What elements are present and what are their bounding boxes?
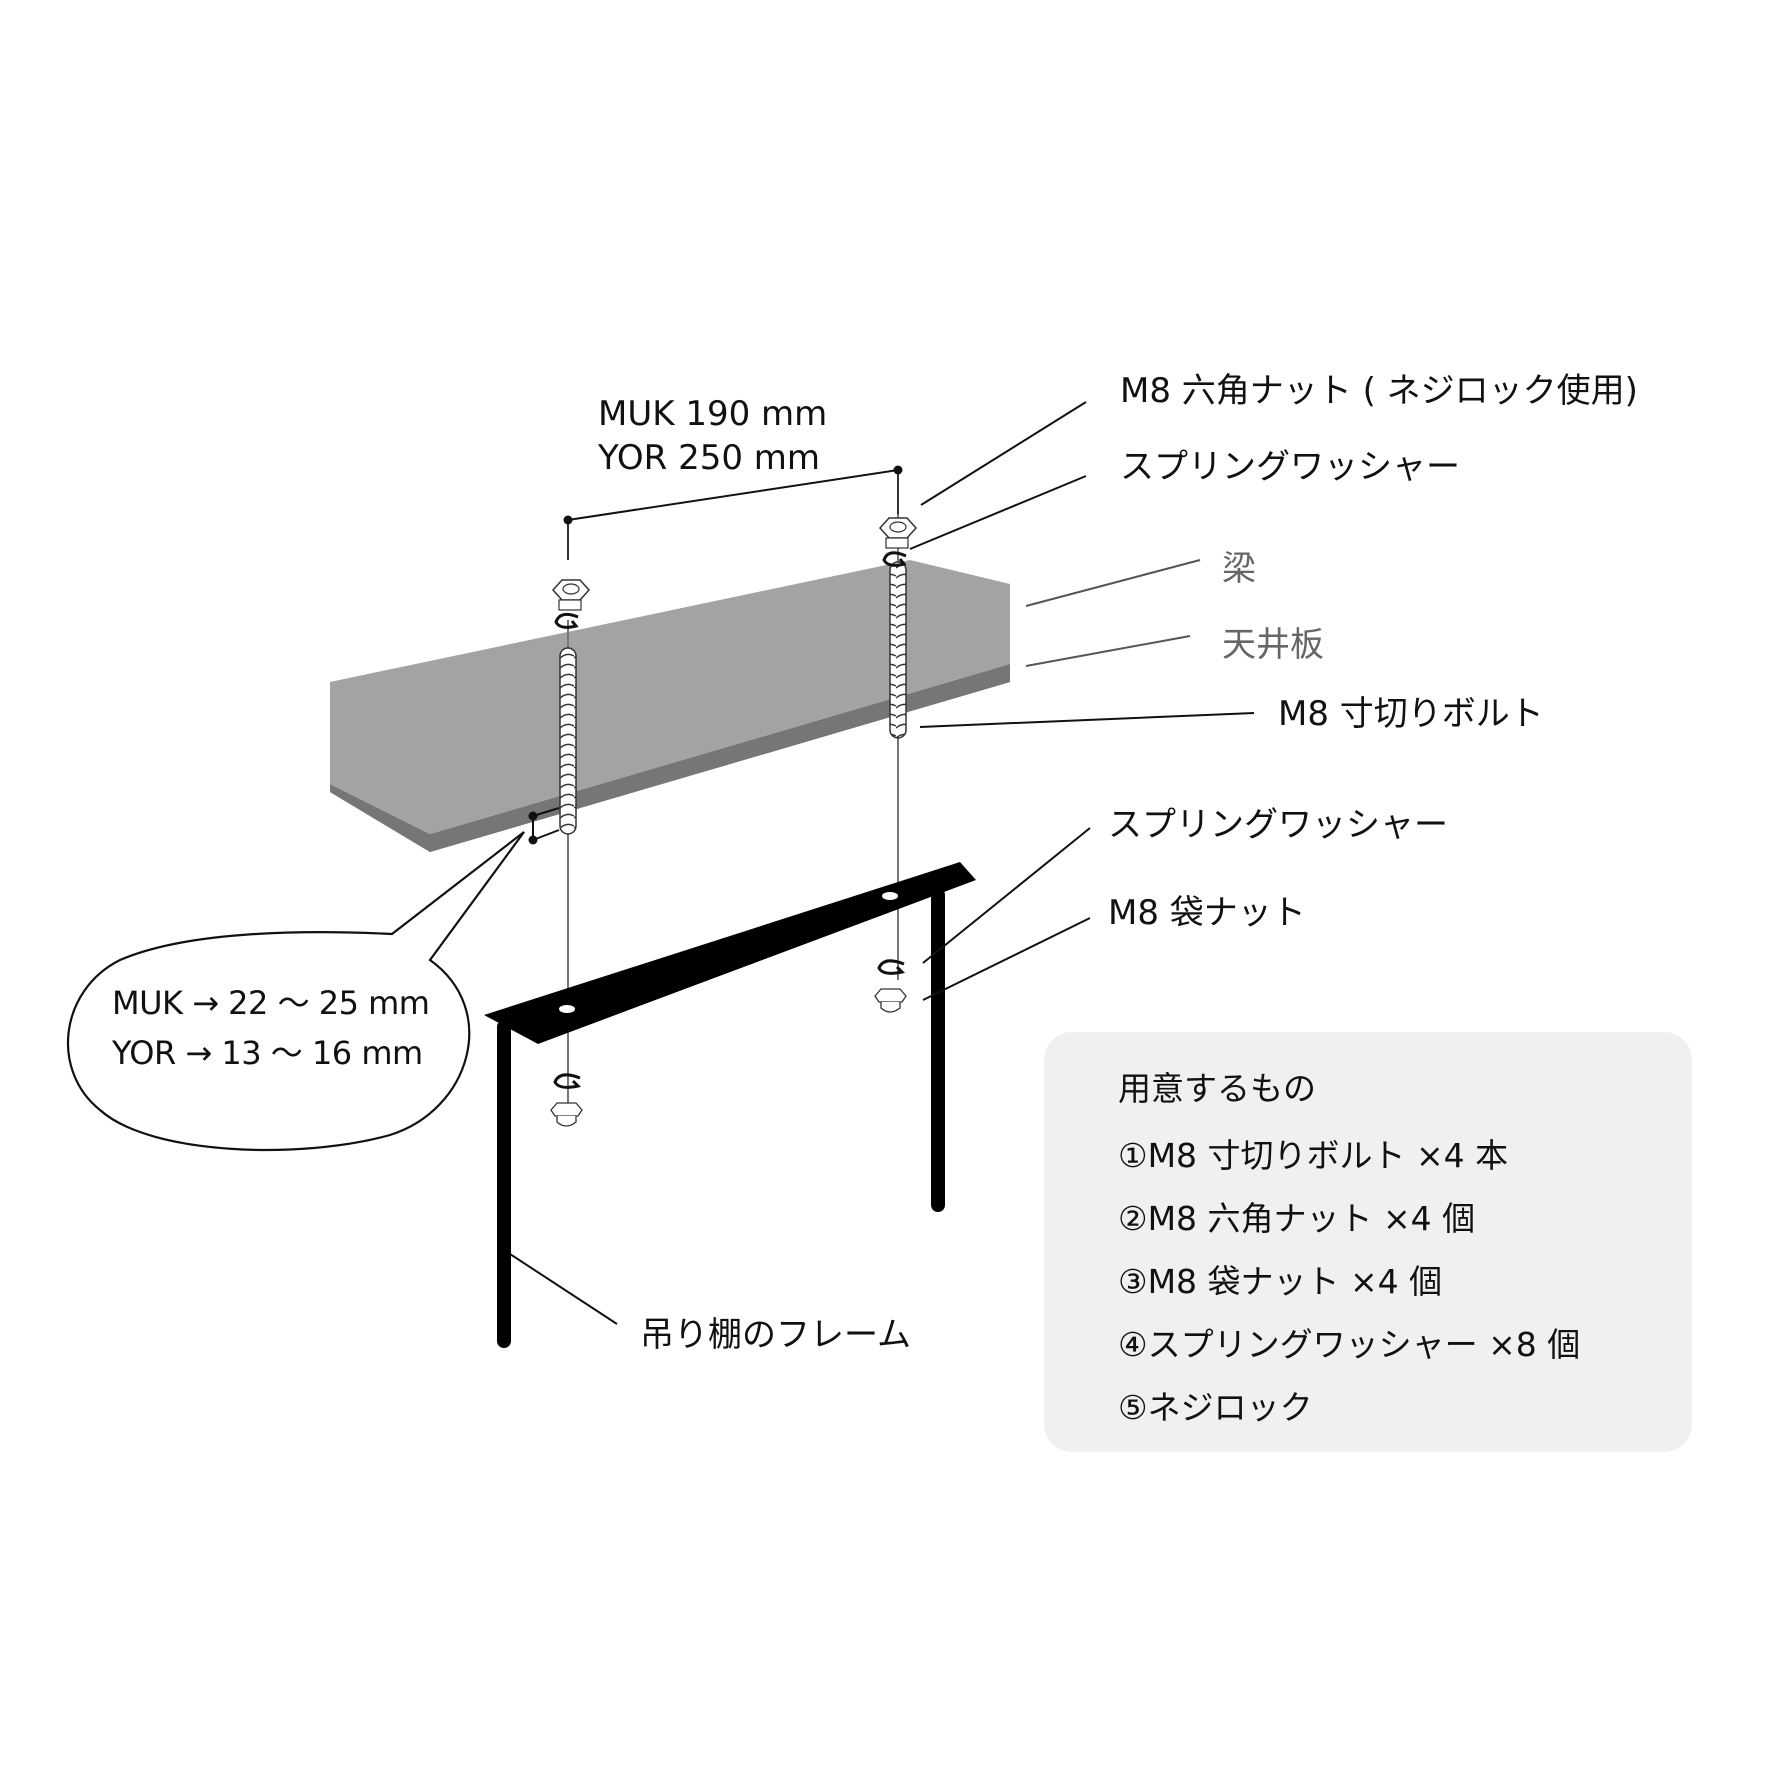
left-bolt-assembly	[551, 579, 591, 1105]
beam	[330, 560, 1010, 852]
parts-list-item: ⑤ネジロック	[1118, 1388, 1313, 1427]
left-frame-hole	[559, 1005, 575, 1013]
callout-hex-nut: M8 六角ナット ( ネジロック使用)	[1120, 371, 1638, 411]
parts-list-item: ④スプリングワッシャー ×8 個	[1118, 1325, 1581, 1364]
parts-list-item: ①M8 寸切りボルト ×4 本	[1118, 1136, 1509, 1175]
left-lower-hardware	[550, 1073, 583, 1127]
left-spring-washer-top-icon	[554, 612, 579, 629]
right-spring-washer-top-icon	[882, 551, 907, 567]
parts-list: ①M8 寸切りボルト ×4 本 ②M8 六角ナット ×4 個 ③M8 袋ナット …	[1118, 1124, 1580, 1439]
callout-cut-bolt: M8 寸切りボルト	[1278, 694, 1544, 734]
parts-list-panel: 用意するもの ①M8 寸切りボルト ×4 本 ②M8 六角ナット ×4 個 ③M…	[1044, 1032, 1692, 1452]
left-cap-nut-icon	[550, 1102, 583, 1127]
dimension-yor: YOR 250 mm	[598, 438, 821, 478]
beam-face	[330, 560, 1010, 834]
bubble-yor: YOR → 13 〜 16 mm	[112, 1034, 423, 1072]
right-cut-bolt	[889, 561, 907, 739]
right-hex-nut-icon	[878, 517, 918, 549]
callout-beam: 梁	[1222, 549, 1256, 589]
parts-list-title: 用意するもの	[1118, 1069, 1316, 1108]
bubble-muk: MUK → 22 〜 25 mm	[112, 984, 430, 1022]
right-lower-hardware	[874, 959, 907, 1013]
callout-ceiling-board: 天井板	[1222, 625, 1324, 665]
shelf-frame	[484, 862, 976, 1348]
callout-bubble	[67, 831, 525, 1152]
left-hex-nut-icon	[551, 579, 591, 611]
parts-list-item: ③M8 袋ナット ×4 個	[1118, 1262, 1443, 1301]
dimension-label: MUK 190 mm YOR 250 mm	[598, 392, 827, 480]
left-spring-washer-bottom-icon	[553, 1073, 582, 1089]
callout-cap-nut: M8 袋ナット	[1108, 893, 1306, 933]
right-spring-washer-bottom-icon	[877, 959, 906, 975]
protrusion-dimension	[528, 807, 560, 845]
bubble-text: MUK → 22 〜 25 mm YOR → 13 〜 16 mm	[112, 978, 430, 1078]
dimension-muk: MUK 190 mm	[598, 394, 828, 434]
callout-frame: 吊り棚のフレーム	[640, 1315, 911, 1355]
leader-lines	[509, 401, 1255, 1325]
left-cut-bolt	[559, 647, 577, 835]
callout-spring-washer-top: スプリングワッシャー	[1120, 447, 1460, 487]
right-cap-nut-icon	[874, 988, 907, 1013]
right-frame-hole	[882, 892, 898, 900]
top-dimension	[563, 465, 903, 560]
parts-list-item: ②M8 六角ナット ×4 個	[1118, 1199, 1476, 1238]
callout-spring-washer-bottom: スプリングワッシャー	[1108, 805, 1448, 845]
